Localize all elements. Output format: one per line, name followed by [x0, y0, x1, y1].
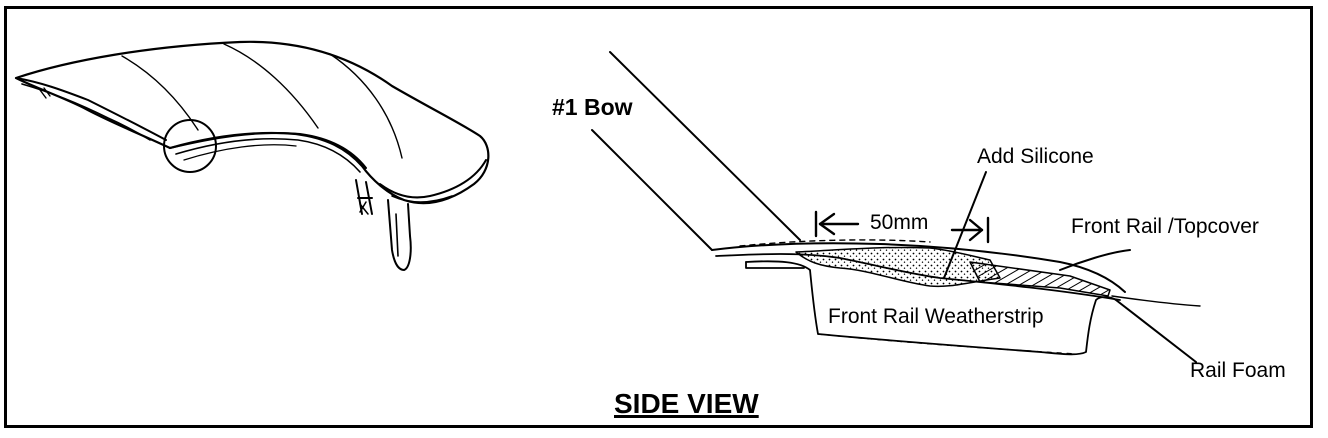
- weatherstrip-label: Front Rail Weatherstrip: [828, 305, 1044, 328]
- dimension-markers: [814, 210, 990, 244]
- weatherstrip-outline: [745, 260, 1117, 356]
- bow-upper-line: [609, 51, 801, 241]
- silicone-label: Add Silicone: [977, 145, 1094, 168]
- topcover-label: Front Rail /Topcover: [1071, 215, 1259, 238]
- side-view-section: [591, 51, 1201, 363]
- front-rail-hatch: [969, 261, 1111, 297]
- roof-outline: [14, 40, 490, 205]
- rail-foam-label: Rail Foam: [1190, 359, 1286, 382]
- dimension-label: 50mm: [870, 211, 929, 234]
- diagram-frame: [4, 6, 1313, 428]
- view-title: SIDE VIEW: [614, 388, 759, 419]
- bow-label: #1 Bow: [552, 94, 633, 120]
- detail-callout-circle: [163, 119, 217, 173]
- silicone-leader: [943, 171, 987, 279]
- convertible-top-illustration: [14, 40, 490, 271]
- bow-lower-line: [591, 129, 713, 251]
- rail-foam-leader: [1115, 299, 1197, 363]
- silicone-region: [795, 246, 1001, 288]
- topcover-leader: [1059, 249, 1131, 271]
